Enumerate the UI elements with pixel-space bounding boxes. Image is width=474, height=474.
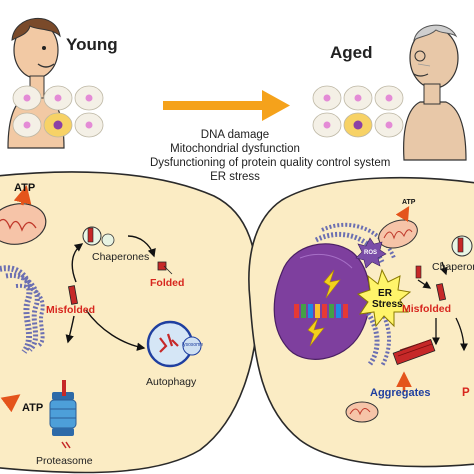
atp-arrow-bottom	[0, 394, 21, 413]
tissue-cell-nucleus	[323, 94, 331, 102]
misfolded-label-young: Misfolded	[46, 304, 95, 316]
dna-base-pair	[308, 304, 313, 318]
cause-er-stress: ER stress	[210, 171, 260, 183]
endoplasmic-reticulum-young	[0, 265, 45, 354]
autophagy-label: Autophagy	[146, 376, 197, 388]
misfolded-label-aged: Misfolded	[402, 303, 451, 315]
dna-base-pair	[315, 304, 320, 318]
dna-base-pair	[322, 304, 327, 318]
atp-arrow-top	[13, 185, 32, 206]
endoplasmic-reticulum-aged	[314, 222, 396, 367]
chaperone-aged	[451, 235, 473, 257]
misfolded-protein-young	[68, 285, 78, 305]
dna-base-pair	[301, 304, 306, 318]
ros-burst	[355, 237, 387, 269]
tissue-cell-nucleus	[54, 94, 62, 102]
aging-causes-list: DNA damage Mitochondrial dysfunction Dys…	[150, 128, 391, 184]
folded-label: Folded	[150, 277, 185, 289]
lightning-icon-2	[307, 317, 325, 347]
mitochondrion-aged-2	[345, 401, 379, 423]
tissue-cell-nucleus	[85, 121, 93, 129]
dna-base-pair	[294, 304, 299, 318]
aggregates-label: Aggregates	[370, 387, 431, 399]
cut-label-aged: P	[462, 387, 470, 399]
aged-cells-grid	[312, 85, 404, 138]
tissue-cell-nucleus	[23, 94, 31, 102]
dna-base-pair	[343, 304, 348, 318]
chaperones-label-aged: Chaperon	[432, 261, 474, 273]
tissue-cell-nucleus	[385, 94, 393, 102]
er-stress-label-line1: ER	[378, 288, 392, 299]
er-stress-starburst	[356, 268, 412, 328]
er-stress-label-line2: Stress	[372, 299, 403, 310]
tissue-cell-nucleus	[23, 121, 31, 129]
dna-base-pair	[329, 304, 334, 318]
cause-mitochondrial-dysfunction: Mitochondrial dysfunction	[170, 143, 300, 155]
ros-label: ROS	[364, 250, 378, 256]
young-cell	[0, 171, 259, 474]
misfolded-protein-aged	[435, 283, 447, 301]
atp-label-aged: ATP	[402, 199, 416, 206]
young-cells-grid	[12, 85, 104, 138]
mitochondrion-aged	[378, 219, 418, 249]
lightning-icon	[323, 269, 341, 299]
damaged-dna	[294, 304, 348, 318]
tissue-cell-nucleus	[353, 120, 363, 130]
chaperone-young-2	[101, 233, 115, 247]
proteasome-label: Proteasome	[36, 455, 93, 467]
nucleus-aged	[273, 243, 371, 360]
protein-aggregates	[392, 339, 436, 365]
folded-protein	[157, 261, 173, 275]
er-stress-label: ER Stress	[372, 288, 403, 310]
tissue-cell-nucleus	[354, 94, 362, 102]
lysosome-label: lysosome	[182, 342, 204, 348]
chaperones-label: Chaperones	[92, 251, 150, 263]
aged-person-illustration	[403, 24, 467, 161]
aging-arrow	[163, 90, 290, 121]
aged-cell	[248, 176, 474, 468]
aged-label: Aged	[330, 43, 373, 62]
misfolded-protein-aged-2	[415, 265, 422, 279]
tissue-cell-nucleus	[85, 94, 93, 102]
tissue-cell-nucleus	[53, 120, 63, 130]
tissue-cell-nucleus	[323, 121, 331, 129]
young-label: Young	[66, 35, 118, 54]
atp-label-top: ATP	[14, 182, 36, 194]
proteasome	[49, 380, 77, 449]
chaperone-young	[82, 226, 102, 246]
lysosome	[146, 320, 202, 368]
atp-label-bottom: ATP	[22, 402, 44, 414]
dna-base-pair	[336, 304, 341, 318]
cause-protein-quality-control: Dysfunctioning of protein quality contro…	[150, 157, 391, 169]
cause-dna-damage: DNA damage	[200, 129, 270, 141]
tissue-cell-nucleus	[385, 121, 393, 129]
